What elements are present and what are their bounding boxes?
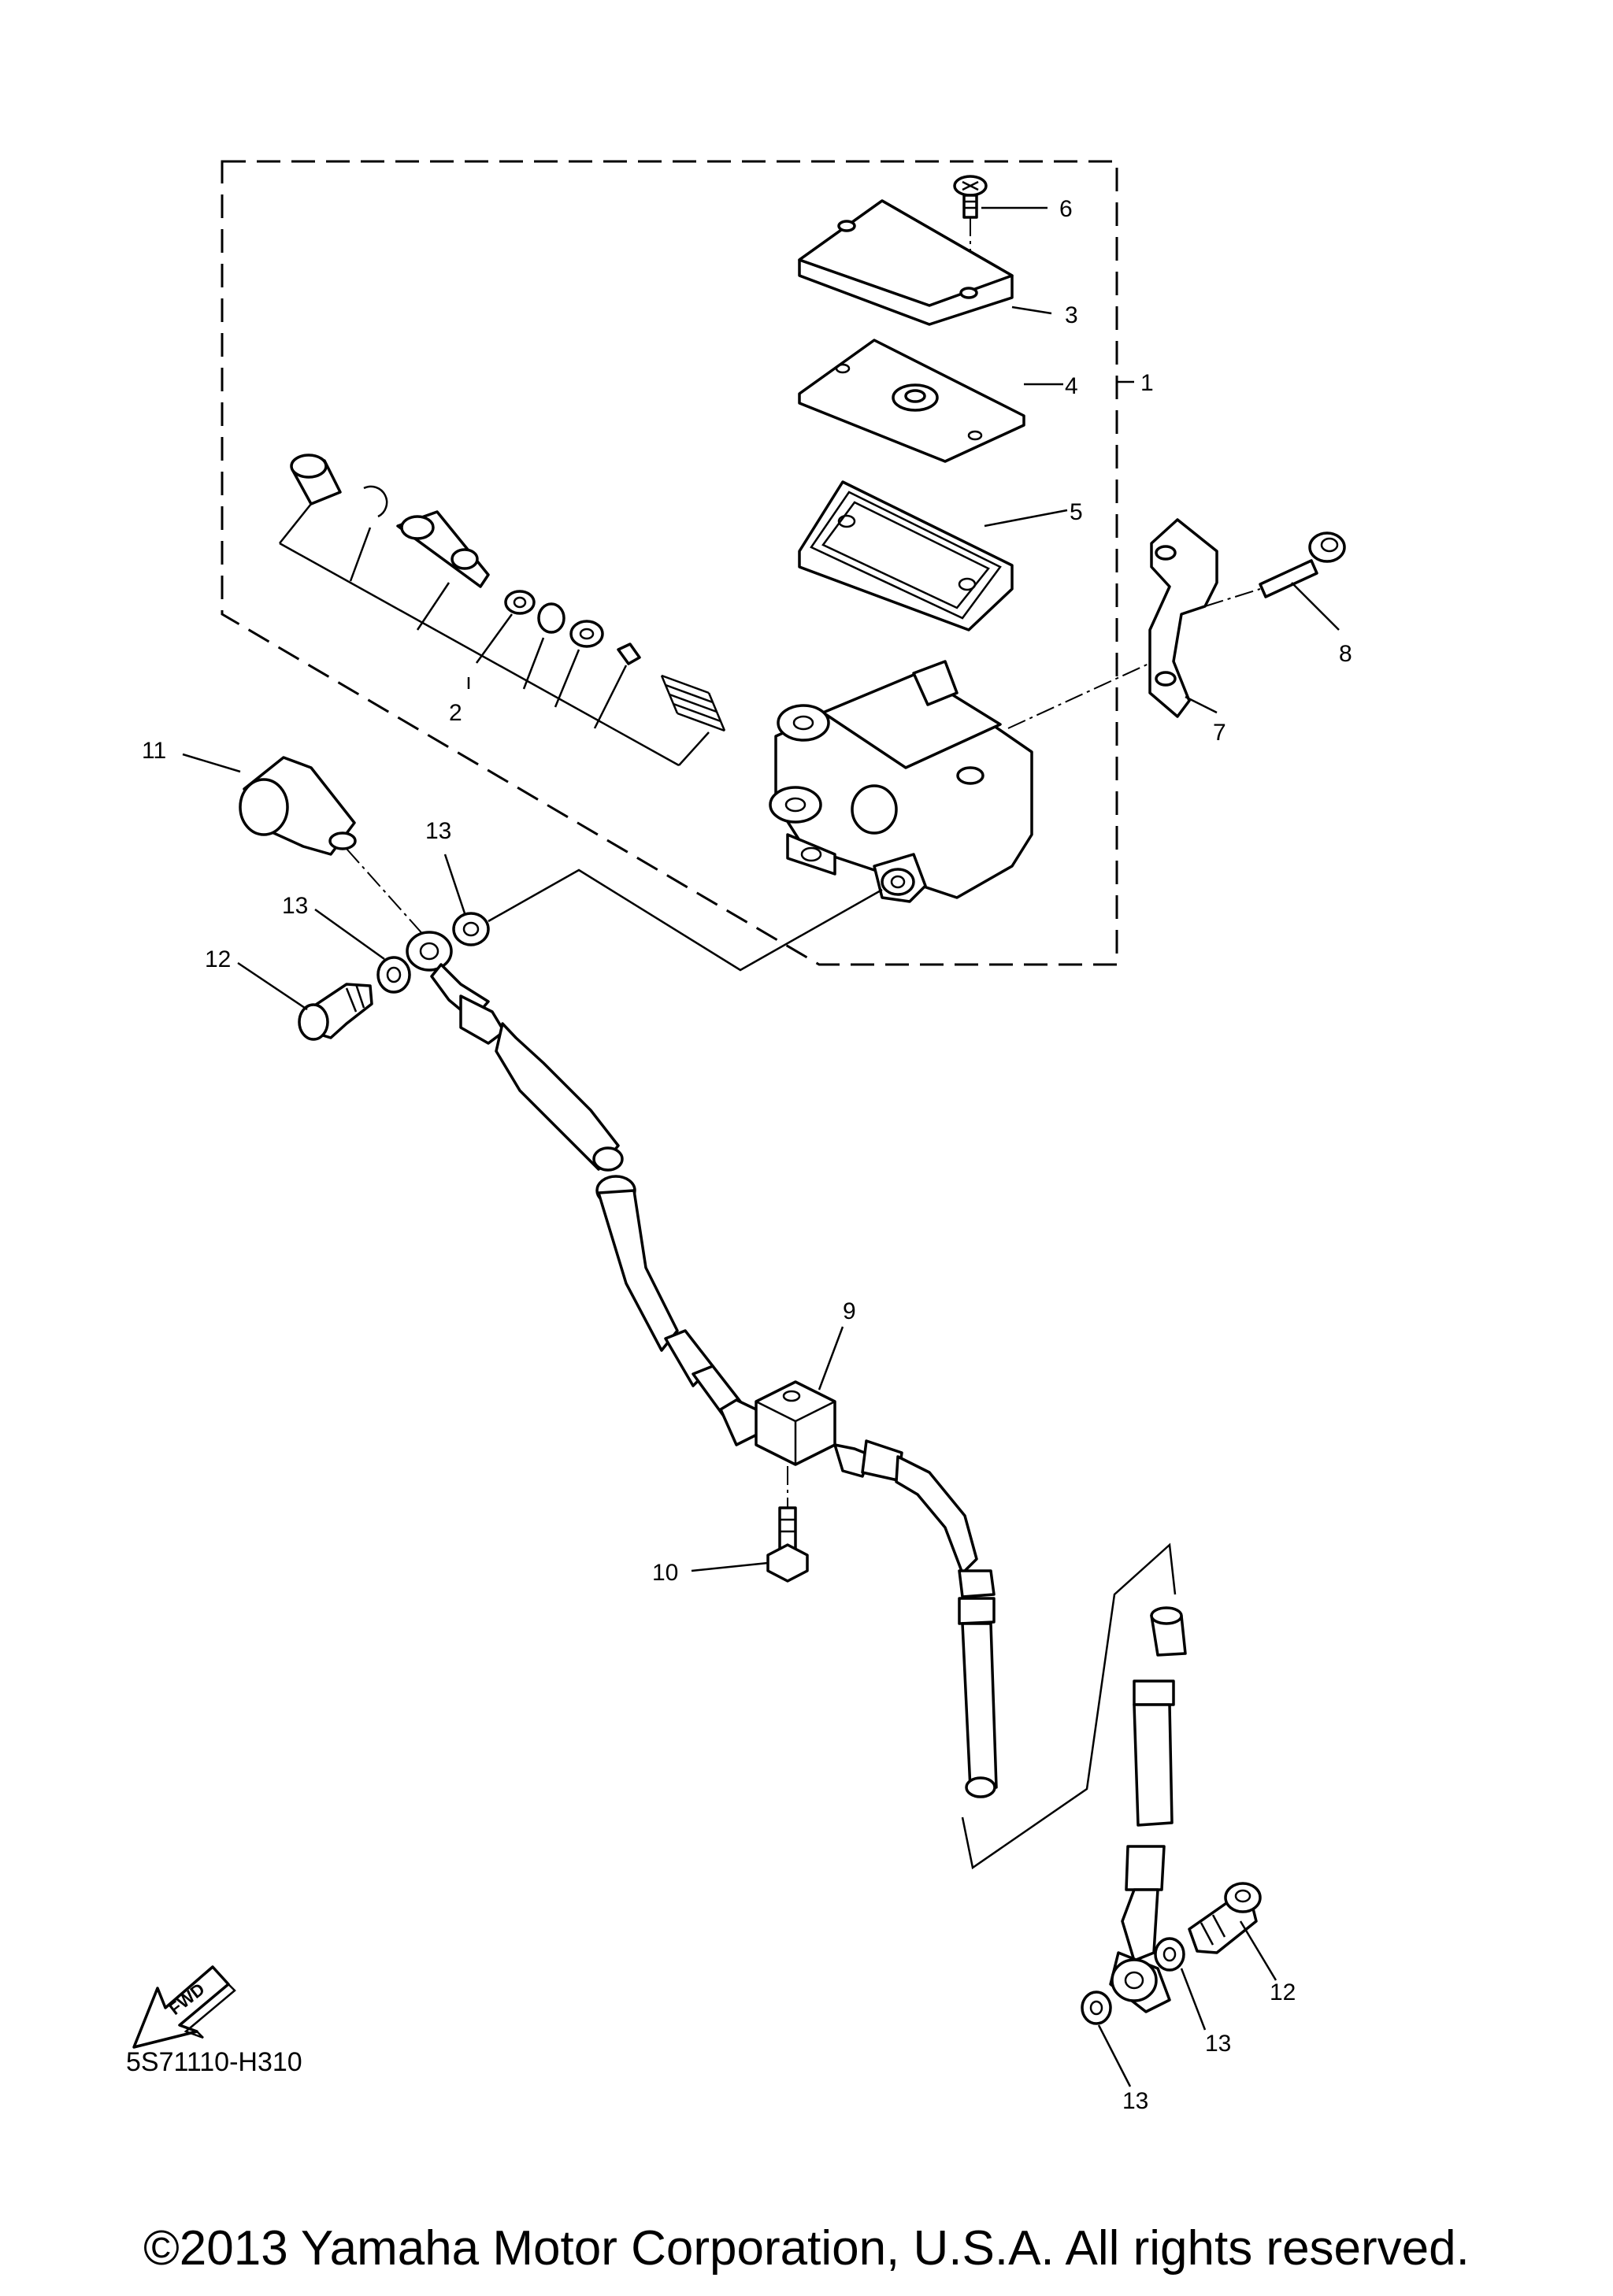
part-2-piston-kit xyxy=(279,454,726,767)
part-13-washer-lower-right xyxy=(1154,1937,1185,1972)
callout-13-lower-right: 13 xyxy=(1205,2031,1231,2057)
assembly-1-boundary xyxy=(221,160,1118,966)
part-8-clamp-bolt xyxy=(1204,531,1346,607)
leader-11 xyxy=(182,753,241,773)
callout-3: 3 xyxy=(1065,302,1078,328)
callout-7: 7 xyxy=(1213,720,1226,746)
callout-1: 1 xyxy=(1140,370,1154,396)
leader-10 xyxy=(691,1561,769,1572)
callout-6: 6 xyxy=(1059,196,1073,222)
callout-5: 5 xyxy=(1070,499,1083,525)
part-9-brake-hose-lower xyxy=(1109,1606,1187,2013)
callout-10: 10 xyxy=(652,1560,678,1586)
callout-13-lower-left: 13 xyxy=(1122,2088,1148,2114)
part-5-diaphragm xyxy=(798,480,1014,631)
callout-2: 2 xyxy=(449,700,462,726)
part-7-clamp xyxy=(1148,518,1218,718)
callout-13-upper-right: 13 xyxy=(425,818,451,844)
part-11-boot-cover xyxy=(239,756,426,938)
leader-8 xyxy=(1291,582,1340,631)
master-cylinder-body xyxy=(769,660,1033,903)
part-13-washer-lower-left xyxy=(1081,1990,1112,2025)
leader-13c xyxy=(1180,1968,1207,2031)
leader-3 xyxy=(1011,306,1052,315)
leader-9 xyxy=(818,1326,844,1391)
part-13-washer-upper-right xyxy=(452,912,490,946)
copyright-notice: ©2013 Yamaha Motor Corporation, U.S.A. A… xyxy=(143,2221,1470,2276)
callout-9: 9 xyxy=(843,1298,856,1324)
leader-5 xyxy=(984,509,1068,528)
callout-4: 4 xyxy=(1065,373,1078,399)
leader-7 xyxy=(1185,695,1218,714)
part-10-bolt xyxy=(766,1466,809,1583)
fwd-arrow-icon: FWD xyxy=(132,1965,236,2049)
callout-12-upper: 12 xyxy=(205,946,231,972)
hose-routing-line-upper xyxy=(488,868,883,972)
part-4-diaphragm-plate xyxy=(798,339,1025,463)
leader-13d xyxy=(1097,2024,1132,2087)
part-12-banjo-bolt-upper xyxy=(298,983,373,1041)
diagram-code: 5S71110-H310 xyxy=(126,2047,302,2077)
leader-12b xyxy=(1239,1920,1277,1981)
hose-break-line xyxy=(961,1542,1177,1870)
callout-11: 11 xyxy=(142,738,166,764)
part-6-screw xyxy=(953,175,988,291)
leader-13b xyxy=(314,908,385,961)
clamp-centerline xyxy=(1007,661,1155,729)
callout-8: 8 xyxy=(1339,641,1352,667)
leader-13a xyxy=(443,854,466,914)
part-12-banjo-bolt-lower xyxy=(1188,1882,1262,1954)
part-13-washer-upper-left xyxy=(376,956,411,994)
callout-13-upper-left: 13 xyxy=(282,893,308,919)
part-9-brake-hose xyxy=(406,931,998,1798)
part-3-reservoir-cap xyxy=(798,199,1014,326)
leader-12a xyxy=(237,961,308,1011)
callout-12-lower: 12 xyxy=(1270,1979,1296,2005)
